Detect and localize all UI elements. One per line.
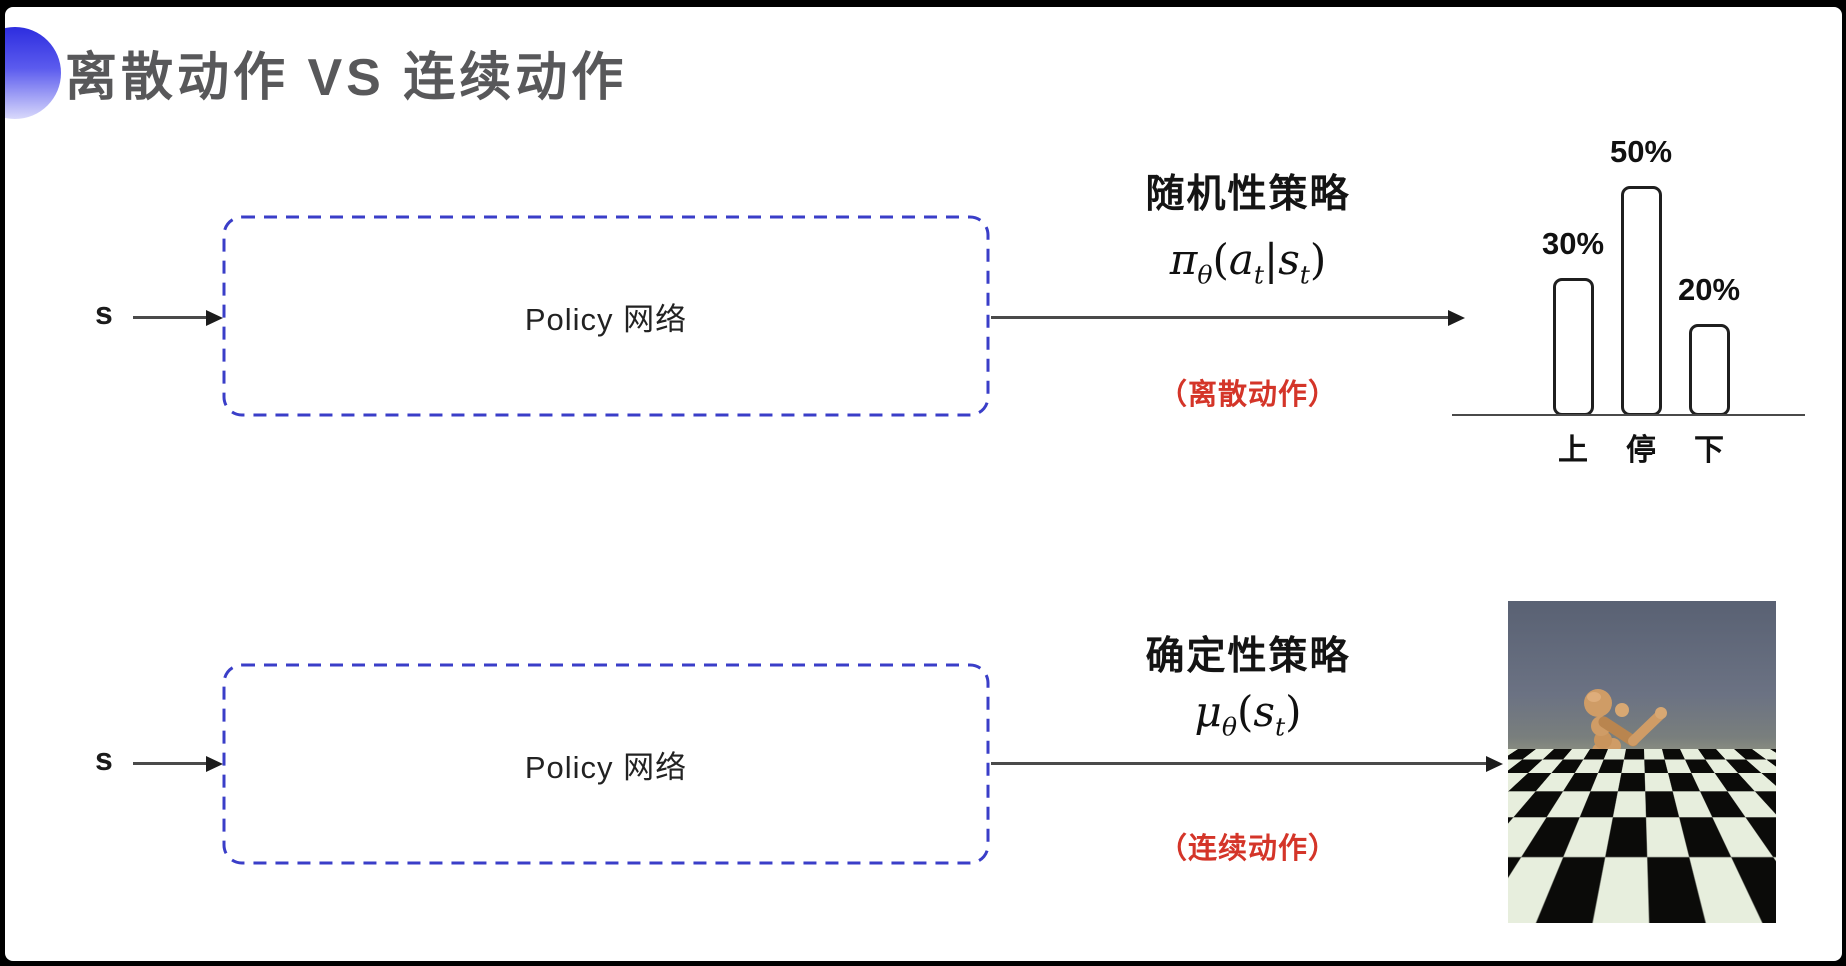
bar-category-label: 下	[1694, 434, 1724, 467]
stochastic-policy-title: 随机性策略	[1145, 173, 1351, 216]
t-subscript: t	[1274, 712, 1286, 742]
mu-symbol: μ	[1194, 687, 1222, 736]
policy-output-arrow	[991, 762, 1487, 765]
probability-bar-up	[1552, 278, 1594, 416]
state-input-arrow	[133, 316, 207, 319]
state-symbol: s	[1253, 687, 1275, 736]
probability-bar-stop	[1620, 186, 1662, 416]
dashed-border	[222, 663, 990, 865]
t-subscript: t	[1299, 260, 1310, 290]
discrete-action-note: （离散动作）	[1157, 379, 1338, 411]
pi-symbol: π	[1169, 235, 1198, 284]
open-paren: (	[1212, 235, 1229, 284]
bar-value-label: 50%	[1609, 134, 1673, 169]
close-paren: )	[1285, 687, 1302, 736]
chart-baseline	[1452, 414, 1805, 416]
theta-subscript: θ	[1221, 712, 1237, 742]
action-symbol: a	[1228, 235, 1254, 284]
policy-network-box: Policy 网络	[222, 215, 990, 417]
horizon-haze	[1508, 738, 1776, 775]
state-symbol: s	[1278, 235, 1300, 284]
probability-bar-down	[1688, 324, 1730, 416]
close-paren: )	[1309, 235, 1327, 284]
state-input-label: s	[95, 741, 113, 777]
chart-column: 50%	[1596, 134, 1686, 416]
deterministic-policy-formula: μθ(st)	[1078, 687, 1418, 741]
title-bullet-decoration	[5, 27, 61, 119]
bar-category-label: 停	[1626, 434, 1656, 467]
open-paren: (	[1237, 687, 1254, 736]
chart-column: 30%	[1528, 226, 1618, 416]
policy-network-box-label: Policy 网络	[524, 749, 688, 785]
chart-column: 20%	[1664, 272, 1754, 416]
policy-network-box: Policy 网络	[222, 663, 990, 865]
dashed-border	[222, 215, 990, 417]
conditional-bar: |	[1264, 235, 1279, 284]
continuous-action-note: （连续动作）	[1157, 833, 1338, 865]
bar-category-label: 上	[1558, 434, 1588, 467]
deterministic-policy-title: 确定性策略	[1145, 635, 1351, 678]
action-probability-chart: 30% 50% 20% 上 停 下	[1452, 107, 1808, 467]
policy-output-arrow	[991, 316, 1449, 319]
theta-subscript: θ	[1197, 260, 1213, 290]
slide-title: 离散动作 VS 连续动作	[65, 49, 628, 107]
humanoid-simulation-image	[1508, 601, 1776, 923]
policy-network-box-label: Policy 网络	[524, 301, 688, 337]
state-input-label: s	[95, 295, 113, 331]
slide-canvas: 离散动作 VS 连续动作 s Policy 网络 随机性策略 πθ(at|st)…	[5, 7, 1842, 961]
humanoid-robot-figure	[1550, 689, 1667, 876]
stochastic-policy-formula: πθ(at|st)	[1078, 235, 1418, 289]
bar-value-label: 30%	[1541, 226, 1605, 261]
bar-value-label: 20%	[1677, 272, 1741, 307]
t-subscript: t	[1253, 260, 1265, 290]
state-input-arrow	[133, 762, 207, 765]
